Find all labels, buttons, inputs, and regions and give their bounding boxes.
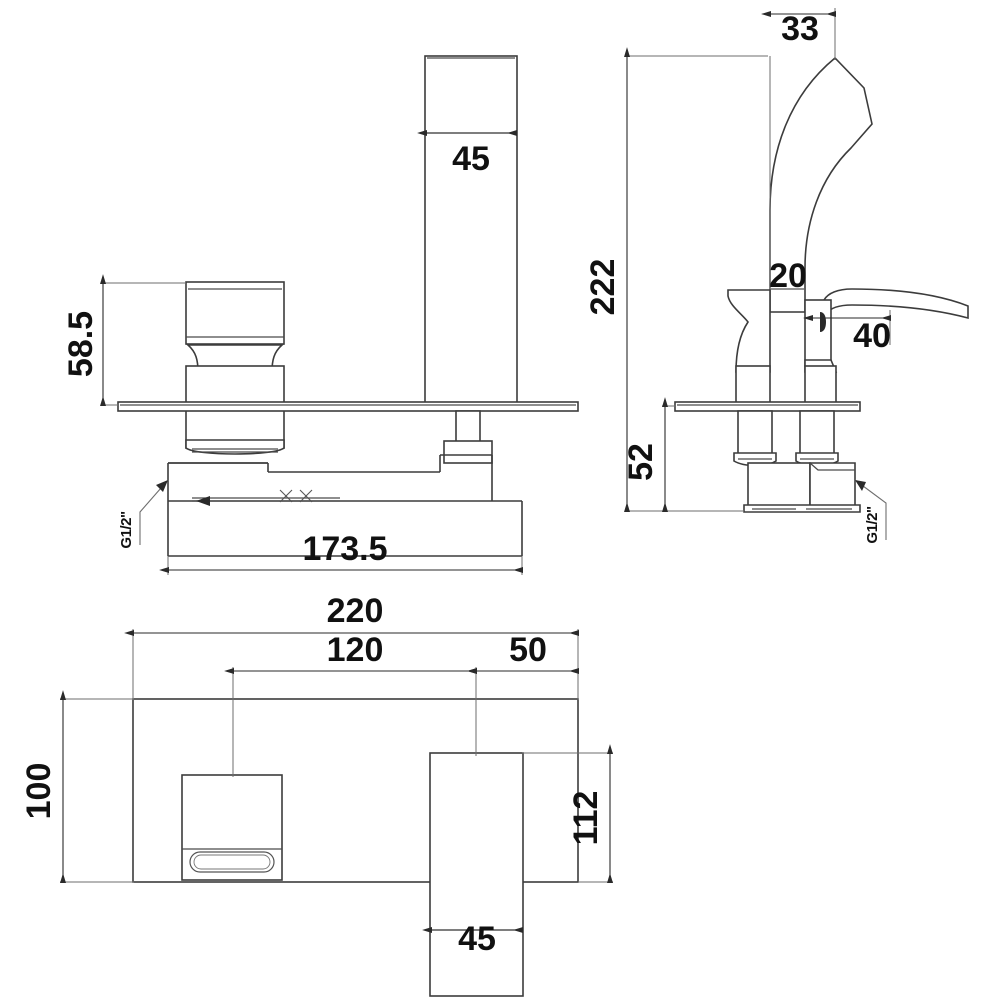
side-cartridge-collar (727, 289, 771, 407)
front-inlet-label: G1/2" (118, 479, 169, 549)
plan-plate-width-dimension: 100 (20, 690, 134, 883)
plan-spout-width-dimension: 45 (422, 920, 523, 958)
plan-view-group: 220 120 50 100 112 (20, 592, 613, 997)
side-total-height-dimension: 222 (584, 47, 768, 512)
side-spout-curve (769, 56, 873, 313)
front-handle-height-dimension: 58.5 (62, 274, 186, 406)
front-spout-width-value: 45 (452, 140, 490, 178)
side-below-deck-value: 52 (622, 443, 660, 481)
side-view-group: 33 20 40 (584, 8, 969, 544)
plan-spout-offset-dimension: 50 (467, 631, 579, 674)
plan-spout (429, 752, 524, 997)
side-shaft-width-dimension: 20 (769, 257, 807, 295)
plan-spout-width-value: 45 (458, 920, 496, 958)
side-below-deck-dimension: 52 (622, 397, 744, 512)
front-body-length-value: 173.5 (302, 530, 387, 568)
plan-spout-reach-dimension: 112 (522, 744, 613, 883)
plan-plate-length-dimension: 220 (124, 592, 579, 700)
front-spout (424, 55, 518, 405)
plan-plate-width-value: 100 (20, 763, 58, 820)
front-spout-width-dimension: 45 (417, 130, 517, 178)
side-lever-offset-dimension: 40 (803, 310, 891, 355)
front-body-length-dimension: 173.5 (159, 530, 523, 575)
side-inlet-label: G1/2" (854, 479, 887, 544)
plan-plate-length-value: 220 (327, 592, 384, 630)
side-total-height-value: 222 (584, 259, 622, 316)
side-lever-offset-value: 40 (853, 317, 891, 355)
plan-handle (181, 774, 283, 881)
front-inlet-label-text: G1/2" (118, 511, 135, 549)
side-deck-plate (674, 401, 861, 412)
front-spout-base (443, 410, 493, 464)
plan-handle-to-spout-dimension: 120 (224, 631, 477, 777)
plan-spout-reach-value: 112 (567, 791, 605, 846)
plan-handle-to-spout-value: 120 (327, 631, 384, 669)
side-shanks (733, 410, 861, 513)
side-spout-top-dimension: 33 (761, 8, 836, 312)
front-handle-height-value: 58.5 (62, 311, 100, 377)
side-lever-handle (823, 288, 969, 320)
side-spout-top-value: 33 (781, 10, 819, 48)
front-view-group: 45 (62, 55, 579, 575)
front-handle-assembly (185, 281, 285, 455)
front-body-block (167, 454, 523, 557)
side-lever-collar (804, 299, 838, 407)
side-shaft-width-value: 20 (769, 257, 807, 295)
plan-spout-offset-value: 50 (509, 631, 547, 669)
side-inlet-label-text: G1/2" (864, 506, 881, 544)
front-deck-plate (117, 401, 579, 412)
